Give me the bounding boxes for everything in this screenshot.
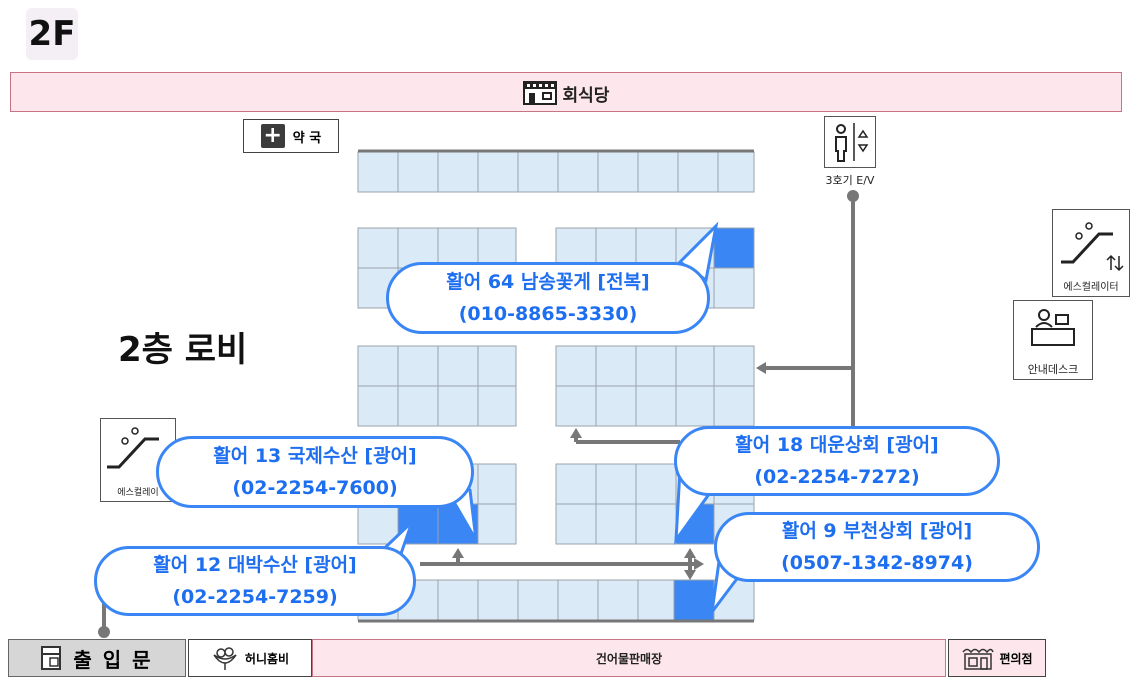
store-bubble-18[interactable]: 활어 18 대운상회 [광어] (02-2254-7272) (674, 426, 1000, 496)
door-icon (41, 646, 62, 670)
escalator-right[interactable]: 에스컬레이터 (1052, 209, 1130, 297)
store-phone: (02-2254-7259) (172, 586, 338, 608)
entrance[interactable]: 출 입 문 (8, 639, 186, 677)
cafeteria-label: 회식당 (562, 85, 610, 106)
honey-store[interactable]: 허니홈비 (188, 639, 312, 677)
store-name: 활어 64 남송꽃게 [전복] (446, 271, 650, 293)
store-bubble-9[interactable]: 활어 9 부천상회 [광어] (0507-1342-8974) (714, 512, 1040, 582)
info-desk-icon (1031, 309, 1075, 346)
dried-fish-store[interactable]: 건어물판매장 (312, 639, 946, 677)
floor-badge: 2F (26, 8, 78, 60)
escalator-icon (1061, 222, 1124, 272)
elevator-label: 3호기 E/V (825, 174, 875, 187)
store-icon (962, 648, 995, 670)
convenience-label: 편의점 (999, 651, 1033, 666)
convenience-store[interactable]: 편의점 (948, 639, 1046, 677)
store-phone: (02-2254-7600) (232, 477, 398, 499)
store-phone: (02-2254-7272) (754, 466, 920, 488)
stall-row-top (357, 151, 755, 193)
honey-label: 허니홈비 (244, 651, 290, 666)
info-desk[interactable]: 안내데스크 (1013, 300, 1093, 380)
stall-block-3-right (555, 345, 755, 427)
store-name: 활어 18 대운상회 [광어] (735, 434, 939, 456)
plus-icon: + (260, 124, 285, 148)
escalator-icon (107, 427, 159, 469)
store-bubble-13[interactable]: 활어 13 국제수산 [광어] (02-2254-7600) (156, 436, 474, 508)
store-name: 활어 9 부천상회 [광어] (781, 520, 973, 542)
pharmacy-label: 약 국 (292, 130, 322, 146)
store-name: 활어 12 대박수산 [광어] (153, 554, 357, 576)
escalator-left-label: 에스컬레이 (117, 488, 159, 498)
info-desk-label: 안내데스크 (1027, 363, 1079, 376)
dried-label: 건어물판매장 (595, 651, 663, 666)
store-phone: (0507-1342-8974) (781, 552, 973, 574)
lobby-label: 2층 로비 (118, 330, 248, 370)
route-paths (102, 196, 855, 630)
cafeteria-bar[interactable]: 회식당 (10, 72, 1122, 112)
restaurant-icon (522, 81, 557, 105)
stall-block-3-left (357, 345, 517, 427)
store-phone: (010-8865-3330) (458, 303, 638, 325)
store-name: 활어 13 국제수산 [광어] (213, 445, 417, 467)
store-bubble-12[interactable]: 활어 12 대박수산 [광어] (02-2254-7259) (94, 546, 416, 616)
ice-cream-icon (213, 647, 237, 670)
store-bubble-64[interactable]: 활어 64 남송꽃게 [전복] (010-8865-3330) (386, 262, 710, 334)
escalator-right-label: 에스컬레이터 (1063, 282, 1119, 293)
stall-row-bottom (357, 579, 755, 621)
elevator[interactable]: 3호기 E/V (818, 116, 888, 188)
entrance-label: 출 입 문 (73, 647, 153, 672)
pharmacy-box[interactable]: + 약 국 (243, 119, 339, 153)
elevator-icon (824, 116, 876, 168)
